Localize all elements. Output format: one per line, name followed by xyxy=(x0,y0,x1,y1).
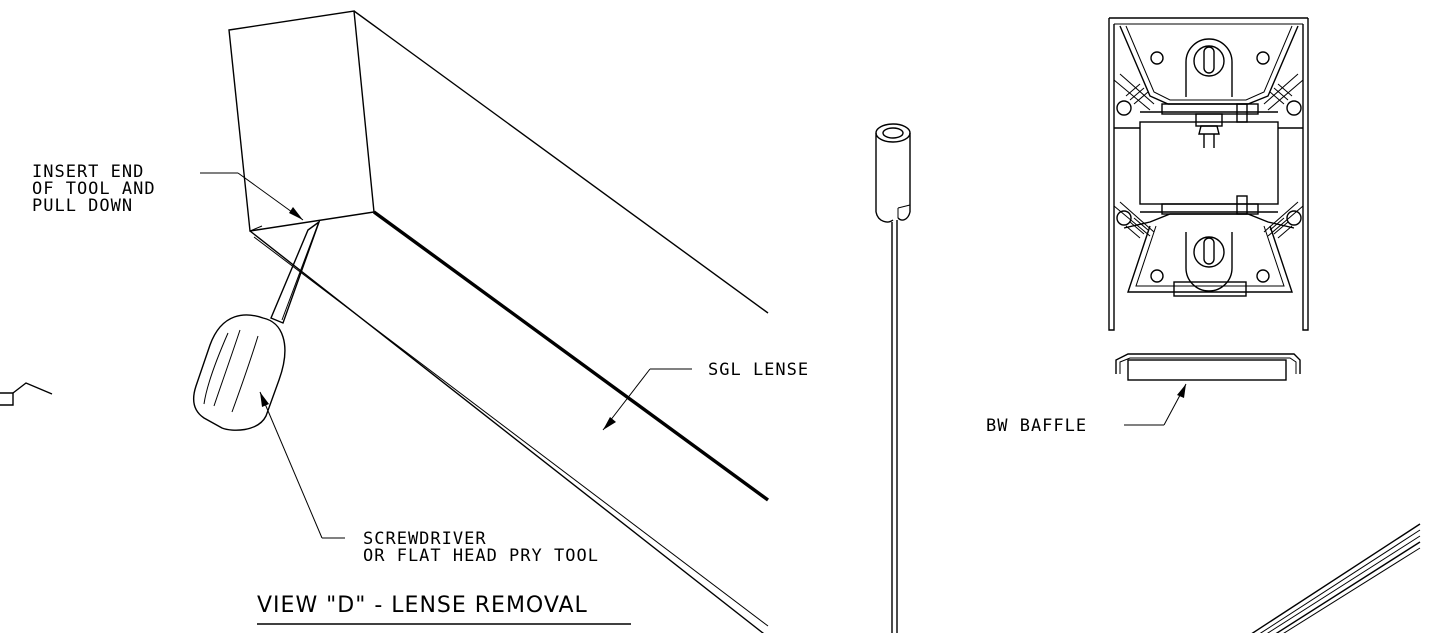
screwdriver xyxy=(192,220,321,431)
bw-baffle-label: BW BAFFLE xyxy=(986,416,1087,436)
insert-tool-line3: PULL DOWN xyxy=(32,196,133,216)
bw-baffle xyxy=(1115,353,1301,381)
insert-tool-line2: OF TOOL AND xyxy=(32,179,156,199)
fixture-section xyxy=(1108,17,1309,331)
leader-sgl-lense xyxy=(602,368,692,431)
cable-gripper xyxy=(875,123,911,633)
sgl-lense-label: SGL LENSE xyxy=(708,360,809,380)
view-title: VIEW "D" - LENSE REMOVAL xyxy=(257,593,588,618)
leader-bw-baffle xyxy=(1124,383,1187,426)
screwdriver-line2: OR FLAT HEAD PRY TOOL xyxy=(363,546,599,566)
leader-insert-tool xyxy=(200,172,304,221)
screwdriver-line1: SCREWDRIVER xyxy=(363,529,487,549)
insert-tool-line1: INSERT END xyxy=(32,162,144,182)
fixture-housing xyxy=(228,10,770,633)
edge-fragment xyxy=(0,382,53,406)
leader-screwdriver xyxy=(259,391,345,539)
rail-fragment xyxy=(1251,523,1421,633)
